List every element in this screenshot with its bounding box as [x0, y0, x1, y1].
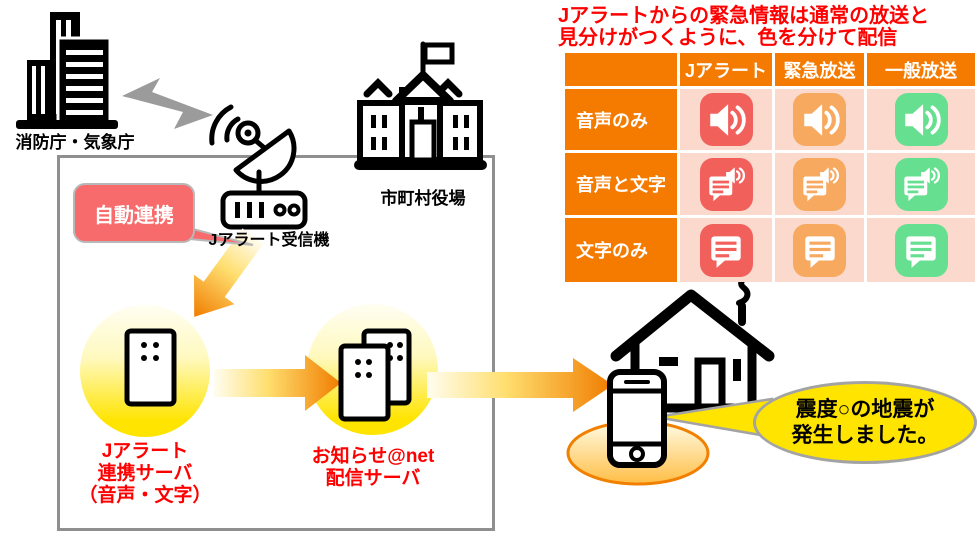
cell-jalert-voice-text: [680, 153, 772, 215]
column-header-jalert: Jアラート: [680, 53, 772, 86]
auto-link-bubble-text: 自動連携: [94, 204, 174, 227]
oshirase-net-server-label: お知らせ@net 配信サーバ: [294, 446, 452, 490]
cell-emergency-voice-text: [775, 153, 864, 215]
cell-emergency-text: [775, 218, 864, 282]
emergency-voice-text-icon: [793, 157, 846, 211]
server2-label-line1: お知らせ@net: [311, 446, 435, 467]
text-bubble-icon: [705, 229, 747, 271]
alert-bubble-line2: 発生しました。: [791, 423, 939, 447]
cell-jalert-voice: [680, 89, 772, 150]
emergency-text-only-icon: [793, 223, 846, 277]
cell-jalert-text: [680, 218, 772, 282]
smartphone-icon: [607, 369, 667, 468]
general-text-only-icon: [894, 223, 948, 277]
cell-emergency-voice: [775, 89, 864, 150]
jalert-receiver-label: Jアラート受信機: [208, 232, 330, 249]
row-header-text-only: 文字のみ: [565, 218, 677, 282]
emergency-voice-only-icon: [793, 93, 846, 146]
jalert-voice-text-icon: [699, 157, 753, 211]
speaker-icon: [705, 99, 747, 141]
general-voice-only-icon: [894, 93, 948, 146]
table-corner-cell: [565, 53, 677, 86]
row-header-voice-only: 音声のみ: [565, 89, 677, 150]
earthquake-alert-bubble: 震度○の地震が 発生しました。: [753, 381, 977, 464]
source-agency-label: 消防庁・気象庁: [15, 133, 135, 152]
server1-label-line1: Jアラート: [101, 441, 189, 462]
speaker-icon: [799, 99, 841, 141]
server2-label-line2: 配信サーバ: [325, 468, 421, 489]
agency-buildings-icon: [16, 12, 118, 129]
server1-label-line2: 連携サーバ: [97, 463, 193, 484]
row-header-voice-and-text: 音声と文字: [565, 153, 677, 215]
municipal-office-label: 市町村役場: [380, 189, 466, 208]
jalert-link-server-circle: [80, 305, 210, 437]
oshirase-net-server-circle: [307, 304, 438, 435]
general-voice-text-icon: [894, 157, 948, 211]
text-bubble-icon: [799, 229, 841, 271]
lightning-bolt-icon: [122, 78, 213, 129]
speaker-text-icon: [705, 163, 747, 205]
column-header-general: 一般放送: [867, 53, 975, 86]
alert-bubble-line1: 震度○の地震が: [795, 397, 935, 421]
speaker-icon: [900, 99, 942, 141]
column-header-emergency: 緊急放送: [775, 53, 864, 86]
table-caption: Jアラートからの緊急情報は通常の放送と 見分けがつくように、色を分けて配信: [558, 5, 978, 49]
jalert-voice-only-icon: [699, 93, 753, 146]
jalert-link-server-label: Jアラート 連携サーバ （音声・文字）: [70, 441, 220, 507]
house-icon: [610, 275, 775, 413]
cell-general-voice: [867, 89, 975, 150]
auto-link-bubble: 自動連携: [73, 183, 195, 243]
text-bubble-icon: [900, 229, 942, 271]
cell-general-text: [867, 218, 975, 282]
phone-glow-ellipse: [566, 420, 710, 486]
jalert-text-only-icon: [699, 223, 753, 277]
speaker-text-icon: [900, 163, 942, 205]
municipal-office-icon: [354, 41, 487, 170]
broadcast-comparison-table: Jアラート 緊急放送 一般放送 音声のみ 音声と文字 文字のみ: [565, 53, 975, 282]
table-caption-line2: 見分けがつくように、色を分けて配信: [558, 27, 898, 49]
server1-label-line3: （音声・文字）: [78, 485, 212, 506]
table-caption-line1: Jアラートからの緊急情報は通常の放送と: [558, 5, 930, 27]
cell-general-voice-text: [867, 153, 975, 215]
speaker-text-icon: [799, 163, 841, 205]
